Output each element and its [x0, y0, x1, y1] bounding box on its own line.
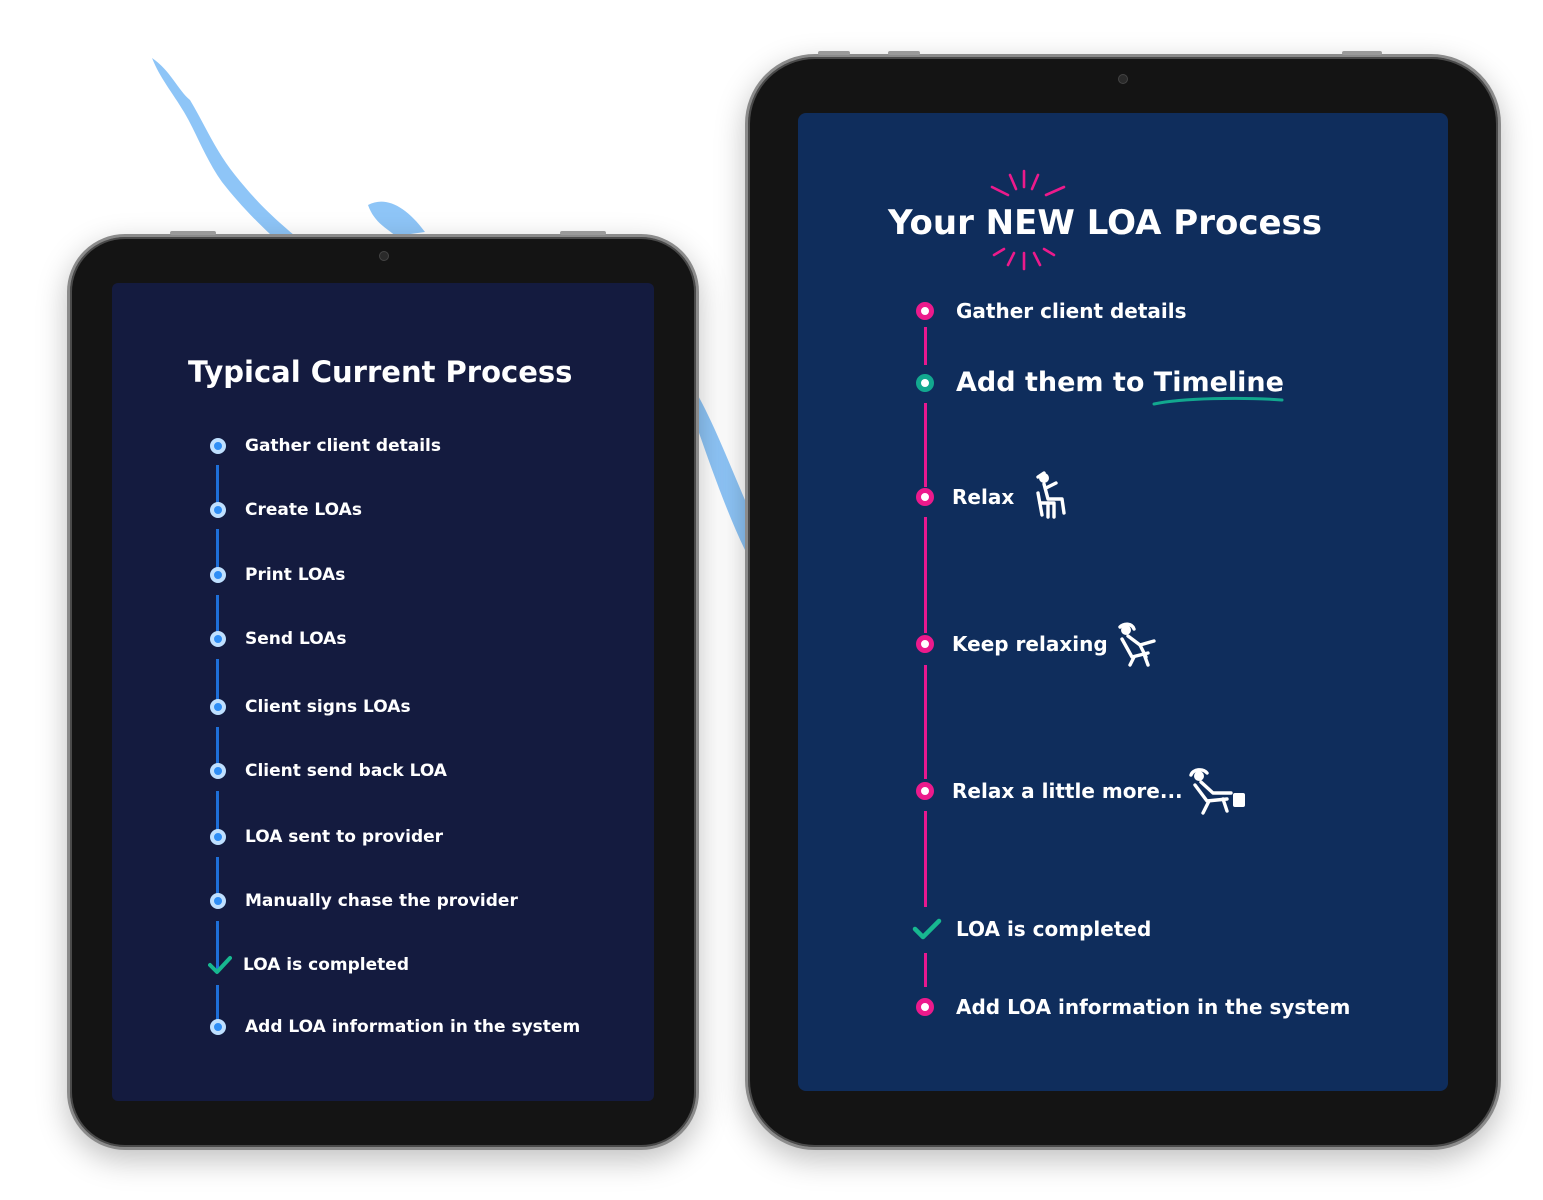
front-camera [1118, 74, 1128, 84]
step-dot [916, 373, 934, 392]
person-reclining-chair-icon [1036, 471, 1066, 519]
volume-button [888, 51, 920, 55]
step-label: Create LOAs [245, 500, 362, 520]
timeline-connector [924, 953, 927, 987]
step-create-loas: Create LOAs [210, 500, 362, 520]
step-dot [916, 782, 934, 800]
step-client-send-back-loa: Client send back LOA [210, 761, 447, 781]
timeline-word: Timeline [1152, 367, 1284, 406]
step-add-loa-information: Add LOA information in the system [916, 995, 1350, 1019]
step-keep-relaxing: Keep relaxing [916, 621, 1160, 667]
timeline-connector [924, 665, 927, 779]
underline-swoosh [1152, 396, 1284, 406]
sparkle-burst-icon [990, 169, 1066, 271]
step-label: Relax a little more... [952, 779, 1183, 803]
step-loa-is-completed: LOA is completed [208, 955, 409, 975]
title-suffix: LOA Process [1074, 203, 1323, 243]
volume-button [170, 231, 216, 235]
timeline-connector [216, 465, 219, 513]
step-relax: Relax [916, 471, 1072, 523]
step-label: Add LOA information in the system [245, 1017, 581, 1037]
power-button [560, 231, 606, 235]
timeline-connector [924, 811, 927, 907]
step-label: Manually chase the provider [245, 891, 518, 911]
step-dot [210, 763, 226, 779]
step-dot [916, 488, 934, 506]
step-label: Add LOA information in the system [956, 995, 1351, 1019]
title-prefix: Your [888, 203, 986, 243]
timeline-connector [216, 529, 219, 579]
screen-new-process: Your NEW LOA Process Gather client detai… [798, 113, 1448, 1091]
step-label: Client send back LOA [245, 761, 447, 781]
current-process-title: Typical Current Process [188, 355, 573, 389]
step-label: LOA sent to provider [245, 827, 444, 847]
step-loa-sent-to-provider: LOA sent to provider [210, 827, 443, 847]
timeline-connector [216, 857, 219, 905]
timeline-connector [924, 517, 927, 633]
step-dot [210, 699, 226, 715]
tablet-new-process: Your NEW LOA Process Gather client detai… [745, 51, 1501, 1150]
timeline-connector [216, 595, 219, 643]
step-client-signs-loas: Client signs LOAs [210, 697, 411, 717]
step-dot [916, 998, 934, 1016]
step-label: Keep relaxing [952, 632, 1108, 656]
step-label: Send LOAs [245, 629, 347, 649]
step-gather-client-details: Gather client details [210, 436, 441, 456]
step-print-loas: Print LOAs [210, 565, 345, 585]
person-leaning-back-chair-icon [1117, 622, 1156, 667]
tablet-current-process: Typical Current Process Gather client de… [67, 231, 699, 1150]
step-dot [210, 502, 226, 518]
timeline-connector [216, 727, 219, 775]
title-highlight: NEW [985, 203, 1075, 243]
step-add-them-to-timeline: Add them to Timeline [916, 367, 1284, 406]
step-dot [210, 438, 226, 454]
new-process-title: Your NEW LOA Process [888, 203, 1322, 243]
step-add-loa-information: Add LOA information in the system [210, 1017, 580, 1037]
step-dot [210, 631, 226, 647]
step-label: LOA is completed [243, 955, 409, 975]
timeline-connector [924, 403, 927, 487]
timeline-connector [216, 659, 219, 711]
step-dot [210, 829, 226, 845]
check-icon [208, 956, 232, 974]
step-dot [210, 1019, 226, 1035]
step-dot [210, 567, 226, 583]
step-relax-a-little-more: Relax a little more... [916, 767, 1247, 815]
step-loa-is-completed: LOA is completed [912, 917, 1151, 941]
step-label-highlight: Timeline [1153, 367, 1284, 398]
volume-button [818, 51, 850, 55]
timeline-connector [924, 327, 927, 365]
step-label: LOA is completed [956, 917, 1152, 941]
step-label: Print LOAs [245, 565, 346, 585]
step-label: Gather client details [956, 299, 1187, 323]
power-button [1342, 51, 1382, 55]
timeline-connector [216, 985, 219, 1029]
screen-current-process: Typical Current Process Gather client de… [112, 283, 654, 1101]
step-label: Client signs LOAs [245, 697, 411, 717]
timeline-connector [216, 791, 219, 841]
timeline-connector [216, 921, 219, 971]
step-label: Relax [952, 485, 1015, 509]
check-icon [912, 918, 942, 940]
step-send-loas: Send LOAs [210, 629, 346, 649]
step-manually-chase-provider: Manually chase the provider [210, 891, 518, 911]
step-dot [916, 635, 934, 653]
person-lounging-deckchair-icon [1188, 768, 1245, 815]
front-camera [379, 251, 389, 261]
step-label-prefix: Add them to [956, 367, 1154, 398]
step-dot [916, 302, 934, 320]
step-gather-client-details: Gather client details [916, 299, 1187, 323]
step-dot [210, 893, 226, 909]
step-label: Gather client details [245, 436, 441, 456]
step-label: Add them to Timeline [956, 367, 1284, 406]
